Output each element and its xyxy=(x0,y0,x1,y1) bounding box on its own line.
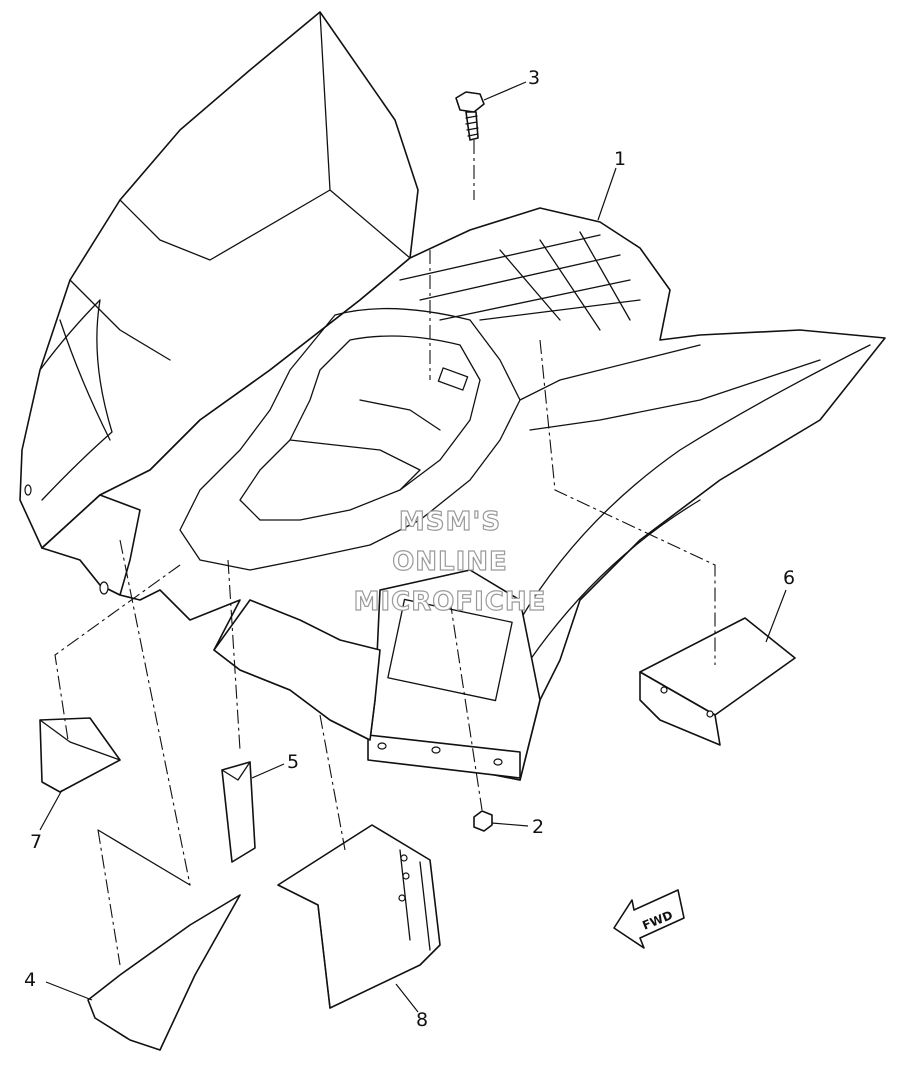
fender-left-bracket xyxy=(41,494,141,596)
fender-tray-slot xyxy=(437,367,469,391)
bracket-7-fold xyxy=(39,719,121,761)
assembly-line-part-8 xyxy=(319,714,346,851)
callout-labels: 1 2 3 4 5 6 7 8 xyxy=(24,67,795,1031)
fender-side-panel-line xyxy=(519,344,821,431)
fwd-direction-arrow: FWD xyxy=(613,889,685,949)
callout-5: 5 xyxy=(287,751,299,773)
fender-front-skirt xyxy=(213,599,381,741)
bolt-shank xyxy=(465,111,479,141)
panel-4-shape xyxy=(87,894,241,1051)
leader-lines xyxy=(39,81,787,1013)
bolt-head xyxy=(455,91,485,113)
leader-7 xyxy=(39,789,63,831)
bolt-part-3 xyxy=(455,91,485,141)
panel-part-4 xyxy=(87,894,241,1051)
watermark-line-1: MSM'S xyxy=(399,507,501,537)
callout-8: 8 xyxy=(416,1009,428,1031)
callout-6: 6 xyxy=(783,567,795,589)
leader-2 xyxy=(491,822,529,827)
watermark: MSM'S ONLINE MICROFICHE xyxy=(353,506,547,617)
strip-5-fold xyxy=(221,761,251,781)
nut-body xyxy=(473,810,493,832)
pad-6-side xyxy=(639,671,721,746)
mud-flap-hole-1 xyxy=(377,742,387,750)
assembly-line-part-4b xyxy=(119,539,191,886)
nut-part-2 xyxy=(473,810,493,832)
fender-seat-cavity xyxy=(179,307,521,571)
leader-5 xyxy=(251,763,285,779)
callout-2: 2 xyxy=(532,816,544,838)
leader-6 xyxy=(765,589,787,643)
panel-8-hole-1 xyxy=(400,854,408,862)
bolt-thread xyxy=(465,115,479,137)
assembly-lines xyxy=(54,140,716,966)
panel-8-hole-3 xyxy=(398,894,406,902)
mud-flap-plate xyxy=(387,598,513,702)
strip-part-5 xyxy=(221,761,256,863)
fwd-arrow-shape xyxy=(613,889,685,949)
callout-4: 4 xyxy=(24,969,36,991)
leader-1 xyxy=(597,167,617,221)
leader-8 xyxy=(395,983,419,1013)
part-4-guide xyxy=(97,829,191,886)
fender-bottom-strip xyxy=(367,734,521,779)
assembly-line-nut xyxy=(449,599,483,811)
watermark-line-2: ONLINE xyxy=(392,547,508,577)
assembly-line-part-5 xyxy=(227,559,241,751)
pad-6-hole-2 xyxy=(706,710,714,718)
left-bracket-hole xyxy=(24,484,32,496)
mud-flap-hole-2 xyxy=(431,746,441,754)
assembly-line-part-4a xyxy=(97,829,121,966)
fender-right-flank xyxy=(519,344,871,661)
fender-rear-ribs xyxy=(399,231,641,331)
rear-fender-part-1 xyxy=(19,11,886,781)
panel-part-8 xyxy=(277,824,441,1009)
fender-inner-tray xyxy=(239,335,481,521)
left-mudguard-inner-edge xyxy=(39,299,113,501)
left-bracket-hole-2 xyxy=(99,581,109,595)
pad-part-6 xyxy=(639,617,796,746)
leader-3 xyxy=(483,81,527,101)
callout-7: 7 xyxy=(30,831,42,853)
leader-4 xyxy=(45,981,93,1001)
fender-tray-floor xyxy=(289,399,441,491)
pad-6-hole-1 xyxy=(660,686,668,694)
assembly-line-bolt xyxy=(429,140,475,380)
strip-5-shape xyxy=(221,761,256,863)
panel-8-fold xyxy=(277,849,431,1009)
assembly-line-part-7 xyxy=(54,564,181,741)
bracket-7-shape xyxy=(39,717,121,793)
left-mudguard-crease xyxy=(59,11,411,441)
callout-1: 1 xyxy=(614,148,626,170)
mud-flap-hole-3 xyxy=(493,758,503,766)
bracket-part-7 xyxy=(39,717,121,793)
panel-8-shape xyxy=(277,824,441,1009)
callout-3: 3 xyxy=(528,67,540,89)
panel-8-hole-2 xyxy=(402,872,410,880)
assembly-line-part-6 xyxy=(539,339,716,665)
watermark-line-3: MICROFICHE xyxy=(354,587,547,617)
